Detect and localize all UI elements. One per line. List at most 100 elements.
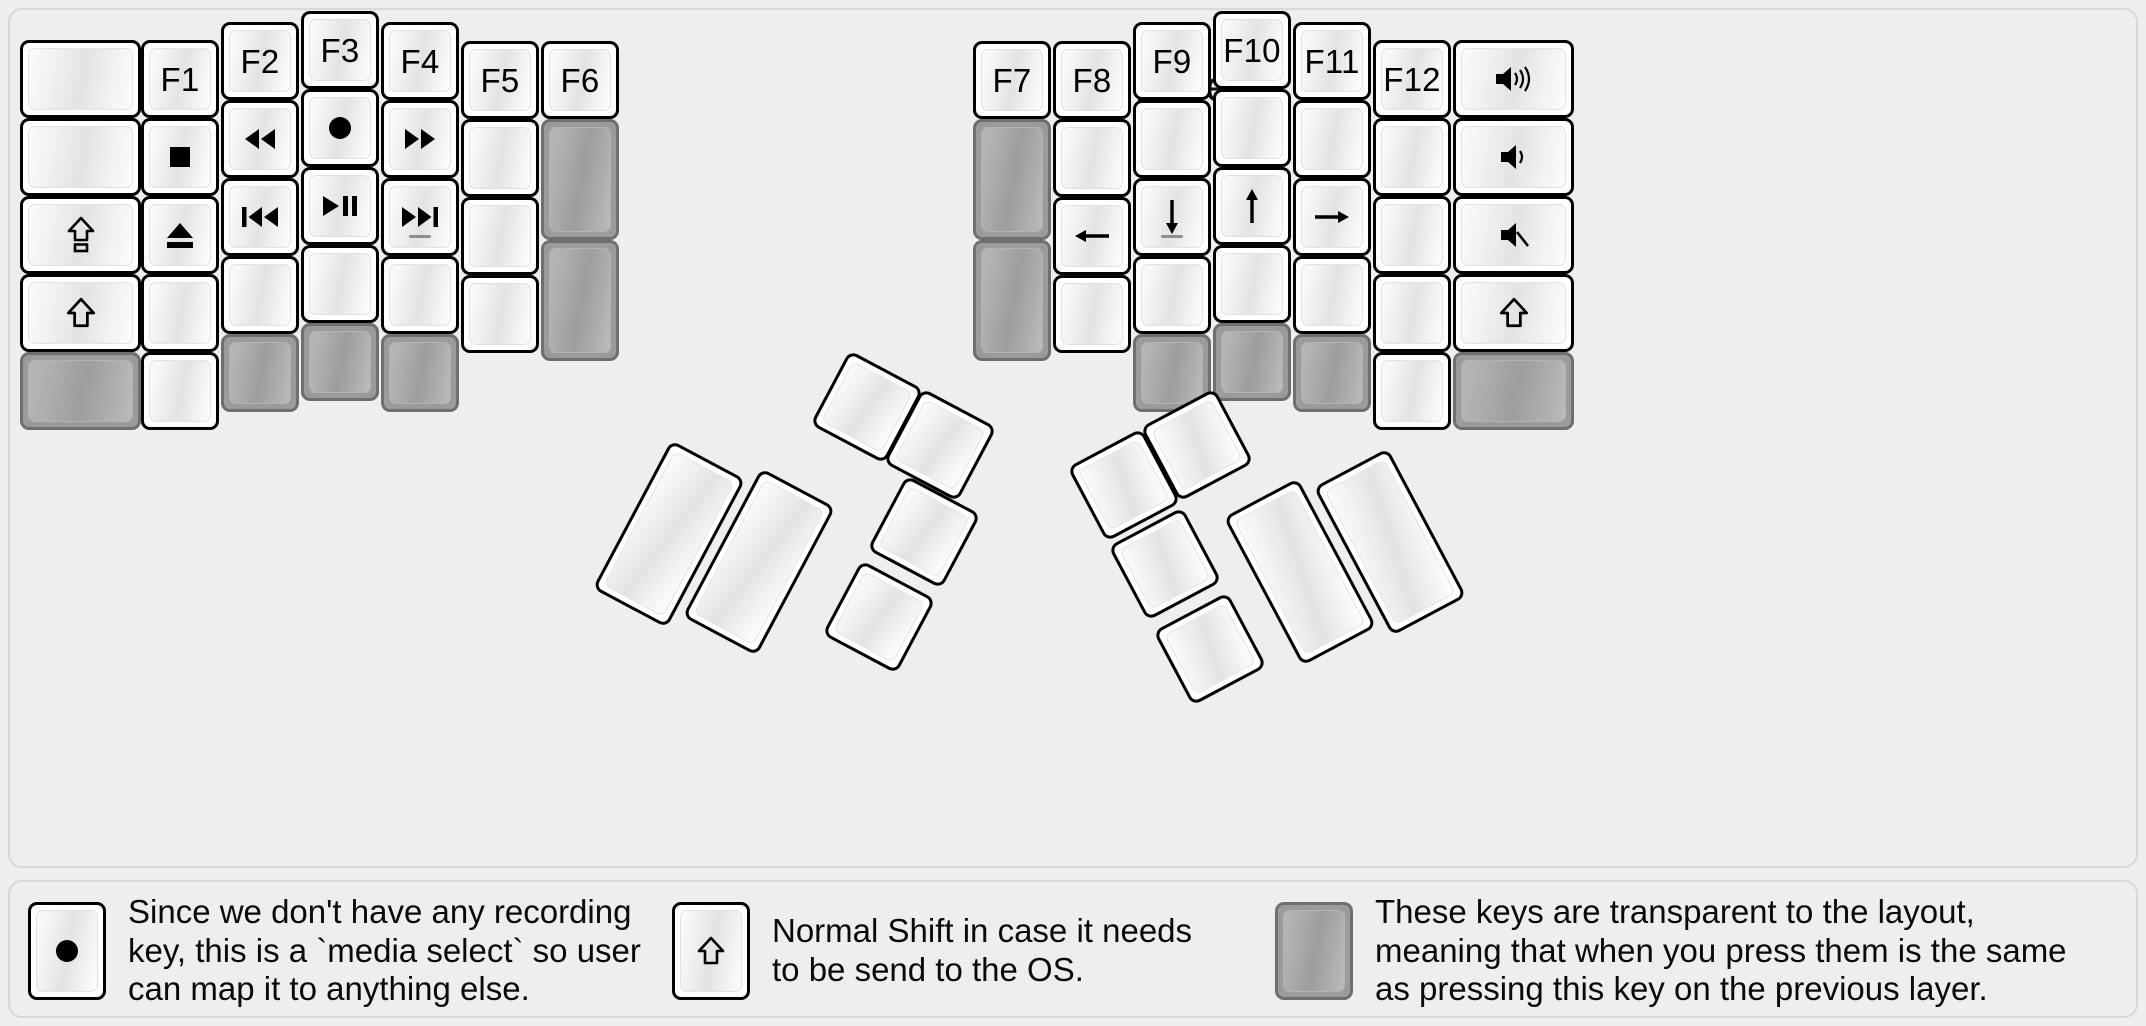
left-col-pinky-outer-key-1[interactable] <box>20 40 141 118</box>
left-col-middle-key-1[interactable]: F3 <box>301 11 379 89</box>
media-next-icon <box>398 203 442 231</box>
left-col-index-key-2[interactable] <box>381 100 459 178</box>
left-col-inner-key-3[interactable] <box>541 240 619 361</box>
right-col-pinky-key-4[interactable] <box>1373 274 1451 352</box>
right-col-index-key-3[interactable] <box>1133 178 1211 256</box>
shift-icon <box>680 910 742 992</box>
right-col-index-inner-key-2[interactable] <box>1053 119 1131 197</box>
left-col-pinky-key-3[interactable] <box>141 196 219 274</box>
left-col-index-key-1[interactable]: F4 <box>381 22 459 100</box>
key-cap-blank <box>1221 253 1283 315</box>
key-cap-blank <box>1221 97 1283 159</box>
right-col-ring-key-4[interactable] <box>1293 256 1371 334</box>
key-label: F2 <box>240 42 280 80</box>
right-col-middle-key-3[interactable] <box>1213 167 1291 245</box>
left-col-pinky-key-2[interactable] <box>141 118 219 196</box>
legend-text-shift: Normal Shift in case it needs to be send… <box>772 912 1193 988</box>
right-col-pinky-outer-key-5[interactable] <box>1453 352 1574 430</box>
right-col-pinky-key-1[interactable]: F12 <box>1373 40 1451 118</box>
key-cap-blank <box>1119 518 1211 610</box>
key-cap-blank <box>1381 360 1443 422</box>
left-col-middle-key-5[interactable] <box>301 323 379 401</box>
right-col-ring-key-2[interactable] <box>1293 100 1371 178</box>
key-cap-blank <box>1061 127 1123 189</box>
left-col-pinky-outer-key-3[interactable] <box>20 196 141 274</box>
right-col-ring-key-5[interactable] <box>1293 334 1371 412</box>
right-col-index-key-2[interactable] <box>1133 100 1211 178</box>
key-cap-blank <box>833 571 925 663</box>
homing-bump-indicator <box>1161 235 1183 238</box>
left-col-pinky-key-5[interactable] <box>141 352 219 430</box>
right-col-index-key-1[interactable]: F9 <box>1133 22 1211 100</box>
right-col-index-inner-key-1[interactable]: F8 <box>1053 41 1131 119</box>
key-cap-f6: F6 <box>549 49 611 111</box>
left-col-pinky-key-4[interactable] <box>141 274 219 352</box>
key-label: F6 <box>560 61 600 99</box>
right-col-pinky-outer-key-1[interactable] <box>1453 40 1574 118</box>
left-col-index-key-5[interactable] <box>381 334 459 412</box>
left-col-ring-key-2[interactable] <box>221 100 299 178</box>
right-col-middle-key-1[interactable]: F10 <box>1213 11 1291 89</box>
right-col-middle-key-4[interactable] <box>1213 245 1291 323</box>
media-record-icon <box>36 910 98 992</box>
left-col-index-key-4[interactable] <box>381 256 459 334</box>
right-col-pinky-key-2[interactable] <box>1373 118 1451 196</box>
key-cap-blank <box>1301 264 1363 326</box>
right-thumb-thumb-bottom-inner[interactable] <box>1153 592 1267 706</box>
right-col-middle-key-2[interactable] <box>1213 89 1291 167</box>
key-cap <box>28 204 133 266</box>
legend-swatch-shift <box>672 902 750 1000</box>
key-cap <box>1461 282 1566 344</box>
left-col-ring-key-5[interactable] <box>221 334 299 412</box>
right-col-ring-key-3[interactable] <box>1293 178 1371 256</box>
key-cap-f7: F7 <box>981 49 1043 111</box>
right-col-index-key-4[interactable] <box>1133 256 1211 334</box>
left-col-inner-key-2[interactable] <box>541 119 619 240</box>
left-col-index-inner-key-4[interactable] <box>461 275 539 353</box>
right-col-inner-key-3[interactable] <box>973 240 1051 361</box>
left-col-middle-key-4[interactable] <box>301 245 379 323</box>
left-col-pinky-key-1[interactable]: F1 <box>141 40 219 118</box>
left-col-index-key-3[interactable] <box>381 178 459 256</box>
right-col-pinky-outer-key-2[interactable] <box>1453 118 1574 196</box>
left-col-pinky-outer-key-5[interactable] <box>20 352 141 430</box>
key-cap-blank <box>1381 282 1443 344</box>
right-col-pinky-outer-key-3[interactable] <box>1453 196 1574 274</box>
arrow-right-icon <box>1311 204 1353 230</box>
key-cap-blank <box>878 486 970 578</box>
left-col-pinky-outer-key-2[interactable] <box>20 118 141 196</box>
left-col-middle-key-2[interactable] <box>301 89 379 167</box>
key-cap-blank <box>309 253 371 315</box>
key-cap <box>28 282 133 344</box>
left-col-index-inner-key-3[interactable] <box>461 197 539 275</box>
right-col-index-inner-key-3[interactable] <box>1053 197 1131 275</box>
right-col-pinky-key-3[interactable] <box>1373 196 1451 274</box>
left-col-inner-key-1[interactable]: F6 <box>541 41 619 119</box>
right-col-index-inner-key-4[interactable] <box>1053 275 1131 353</box>
left-col-pinky-outer-key-4[interactable] <box>20 274 141 352</box>
media-play-pause-icon <box>319 192 361 220</box>
right-col-ring-key-1[interactable]: F11 <box>1293 22 1371 100</box>
right-col-pinky-outer-key-4[interactable] <box>1453 274 1574 352</box>
key-cap-blank <box>469 283 531 345</box>
left-col-index-inner-key-2[interactable] <box>461 119 539 197</box>
right-col-inner-key-1[interactable]: F7 <box>973 41 1051 119</box>
key-cap-blank <box>229 342 291 404</box>
key-cap <box>1141 186 1203 248</box>
right-col-pinky-key-5[interactable] <box>1373 352 1451 430</box>
right-col-inner-key-2[interactable] <box>973 119 1051 240</box>
left-col-ring-key-1[interactable]: F2 <box>221 22 299 100</box>
right-col-middle-key-5[interactable] <box>1213 323 1291 401</box>
left-col-middle-key-3[interactable] <box>301 167 379 245</box>
key-cap <box>229 108 291 170</box>
caps-lock-icon <box>64 215 98 255</box>
key-cap <box>149 204 211 266</box>
key-cap-blank <box>389 342 451 404</box>
legend-swatch-record <box>28 902 106 1000</box>
left-col-index-inner-key-1[interactable]: F5 <box>461 41 539 119</box>
left-col-ring-key-3[interactable] <box>221 178 299 256</box>
key-cap-f10: F10 <box>1221 19 1283 81</box>
left-col-ring-key-4[interactable] <box>221 256 299 334</box>
key-label: F3 <box>320 31 360 69</box>
